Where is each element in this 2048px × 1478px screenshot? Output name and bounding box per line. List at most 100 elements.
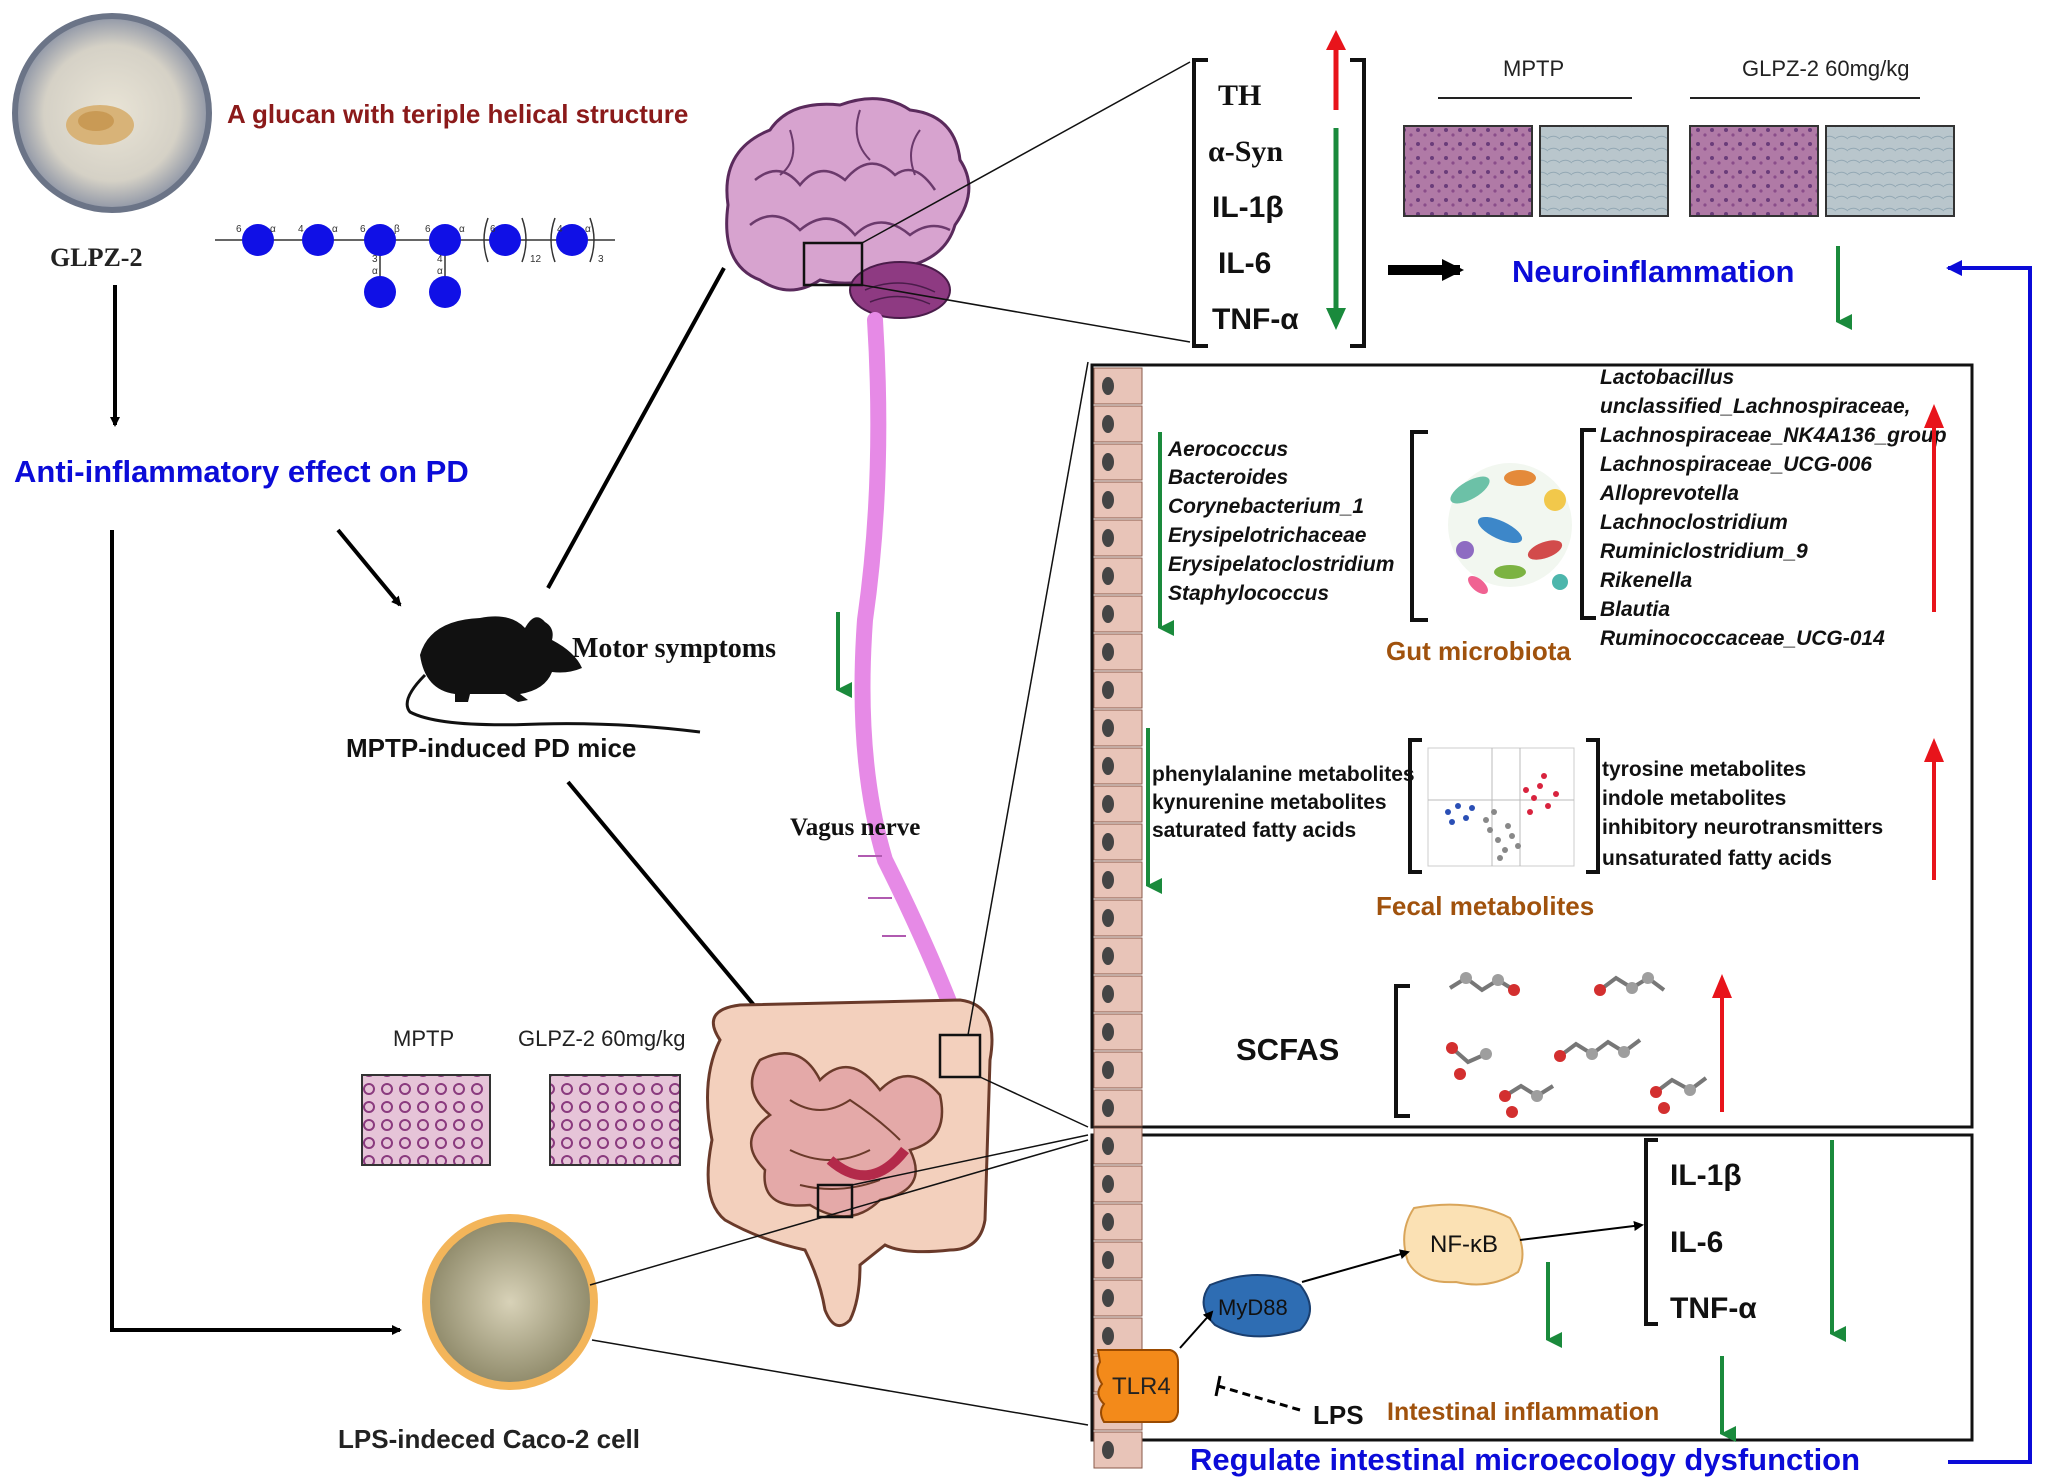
epithelial-cell bbox=[1093, 1241, 1143, 1279]
zoom-line bbox=[589, 1139, 1089, 1286]
mouse-icon bbox=[405, 616, 701, 734]
cell-nucleus bbox=[1102, 833, 1114, 851]
neuroinflammation-label: Neuroinflammation bbox=[1512, 254, 1794, 289]
epithelial-cell bbox=[1093, 1203, 1143, 1241]
taxon-increased: Lachnospiraceae_UCG-006 bbox=[1600, 453, 1872, 476]
link-label: α bbox=[270, 224, 276, 235]
cytokine-bracket bbox=[1644, 1138, 1658, 1326]
metabolite-increased: tyrosine metabolites bbox=[1602, 758, 1806, 781]
scfas-label: SCFAS bbox=[1236, 1032, 1339, 1067]
cell-nucleus bbox=[1102, 757, 1114, 775]
cell-nucleus bbox=[1102, 681, 1114, 699]
marker-down: IL-6 bbox=[1218, 247, 1271, 280]
gut-histo-label: MPTP bbox=[393, 1026, 454, 1051]
glpz2-dish bbox=[12, 13, 212, 213]
epithelial-cell bbox=[1093, 1317, 1143, 1355]
marker-down: IL-1β bbox=[1212, 191, 1284, 224]
cell-nucleus bbox=[1102, 1099, 1114, 1117]
fecal-metabolites-label: Fecal metabolites bbox=[1376, 891, 1594, 921]
tlr4-label: TLR4 bbox=[1112, 1373, 1171, 1400]
taxon-increased: Blautia bbox=[1600, 598, 1670, 621]
tlr4-receptor bbox=[1096, 1349, 1179, 1423]
link-label: β bbox=[394, 224, 400, 235]
link-label: 4 bbox=[298, 224, 304, 235]
arrow-nfkb-cytokines bbox=[1519, 1221, 1644, 1241]
branch-label: 3 bbox=[372, 254, 378, 265]
glucose-unit bbox=[556, 224, 588, 256]
brain-he-mptp bbox=[1403, 125, 1533, 217]
link-label: α bbox=[459, 224, 465, 235]
intestinal-inflammation-label: Intestinal inflammation bbox=[1387, 1398, 1659, 1426]
feedback-arrow bbox=[1946, 260, 2032, 1464]
caco2-cell-image bbox=[422, 1214, 598, 1390]
glucan-title: A glucan with teriple helical structure bbox=[227, 99, 688, 129]
cell-nucleus bbox=[1102, 909, 1114, 927]
metabolite-increased: unsaturated fatty acids bbox=[1602, 847, 1832, 870]
taxon-decreased: Staphylococcus bbox=[1168, 582, 1329, 605]
link-label: α bbox=[332, 224, 338, 235]
caco2-label: LPS-indeced Caco-2 cell bbox=[338, 1424, 640, 1454]
microbes-illustration bbox=[1448, 463, 1572, 594]
taxon-increased: Lachnoclostridium bbox=[1600, 511, 1788, 534]
metabolite-decreased: kynurenine metabolites bbox=[1152, 791, 1387, 814]
taxon-decreased: Erysipelatoclostridium bbox=[1168, 553, 1394, 576]
epithelial-cell bbox=[1093, 519, 1143, 557]
anti-inflammatory-label: Anti-inflammatory effect on PD bbox=[14, 454, 469, 489]
zoom-line bbox=[861, 61, 1191, 244]
brain-illustration bbox=[725, 97, 971, 319]
arrow-to-cell bbox=[110, 530, 402, 1335]
brain-ihc-mptp bbox=[1539, 125, 1669, 217]
cell-nucleus bbox=[1102, 491, 1114, 509]
epithelial-cell bbox=[1093, 861, 1143, 899]
branch-label: 4 bbox=[437, 254, 443, 265]
zoom-line bbox=[851, 1134, 1089, 1186]
glucose-unit bbox=[242, 224, 274, 256]
epithelial-cell bbox=[1093, 1089, 1143, 1127]
taxon-increased: Lactobacillus bbox=[1600, 366, 1734, 389]
cytokine: TNF-α bbox=[1670, 1292, 1757, 1325]
zoom-line bbox=[591, 1339, 1089, 1426]
cell-nucleus bbox=[1102, 1061, 1114, 1079]
epithelial-cell bbox=[1093, 823, 1143, 861]
glucose-unit bbox=[364, 224, 396, 256]
epithelial-cell bbox=[1093, 785, 1143, 823]
taxon-decreased: Aerococcus bbox=[1167, 438, 1288, 461]
metabolite-decreased: saturated fatty acids bbox=[1152, 819, 1356, 842]
taxon-increased: unclassified_Lachnospiraceae, bbox=[1600, 395, 1910, 418]
cell-nucleus bbox=[1102, 605, 1114, 623]
cell-nucleus bbox=[1102, 1251, 1114, 1269]
arrow-tlr4-myd88 bbox=[1179, 1310, 1214, 1349]
cell-nucleus bbox=[1102, 1137, 1114, 1155]
brain-histo-label: MPTP bbox=[1503, 56, 1564, 81]
colon-histology-mptp bbox=[361, 1074, 491, 1166]
vagus-nerve bbox=[854, 312, 968, 1038]
cell-nucleus bbox=[1102, 795, 1114, 813]
epithelial-cell bbox=[1093, 1279, 1143, 1317]
cytokine: IL-6 bbox=[1670, 1226, 1723, 1259]
epithelial-cell bbox=[1093, 633, 1143, 671]
epithelial-cell bbox=[1093, 1431, 1143, 1469]
marker-bracket-left bbox=[1192, 58, 1208, 348]
cell-nucleus bbox=[1102, 985, 1114, 1003]
zoom-line bbox=[979, 1076, 1089, 1128]
nfkb-label: NF-κB bbox=[1430, 1231, 1498, 1258]
motor-symptoms-label: Motor symptoms bbox=[572, 633, 776, 664]
intestine-illustration bbox=[706, 998, 994, 1328]
cell-nucleus bbox=[1102, 377, 1114, 395]
cell-nucleus bbox=[1102, 947, 1114, 965]
glucose-unit bbox=[364, 276, 396, 308]
brain-zoom-box bbox=[802, 241, 864, 287]
colon-histology-glpz2 bbox=[549, 1074, 681, 1166]
epithelial-cell bbox=[1093, 443, 1143, 481]
brain-he-glpz2 bbox=[1689, 125, 1819, 217]
glucose-unit bbox=[429, 276, 461, 308]
epithelial-cell bbox=[1093, 975, 1143, 1013]
glucan-structure: 6 α 4 α 6 β 6 α 6 4 α 3 α 4 α 12 3 bbox=[215, 217, 615, 308]
arrow-myd88-nfkb bbox=[1301, 1249, 1410, 1283]
scfa-molecules bbox=[1446, 972, 1708, 1118]
epithelial-cell bbox=[1093, 1051, 1143, 1089]
cell-nucleus bbox=[1102, 1213, 1114, 1231]
mouse-label: MPTP-induced PD mice bbox=[346, 733, 636, 763]
brain-histo-label: GLPZ-2 60mg/kg bbox=[1742, 56, 1910, 81]
